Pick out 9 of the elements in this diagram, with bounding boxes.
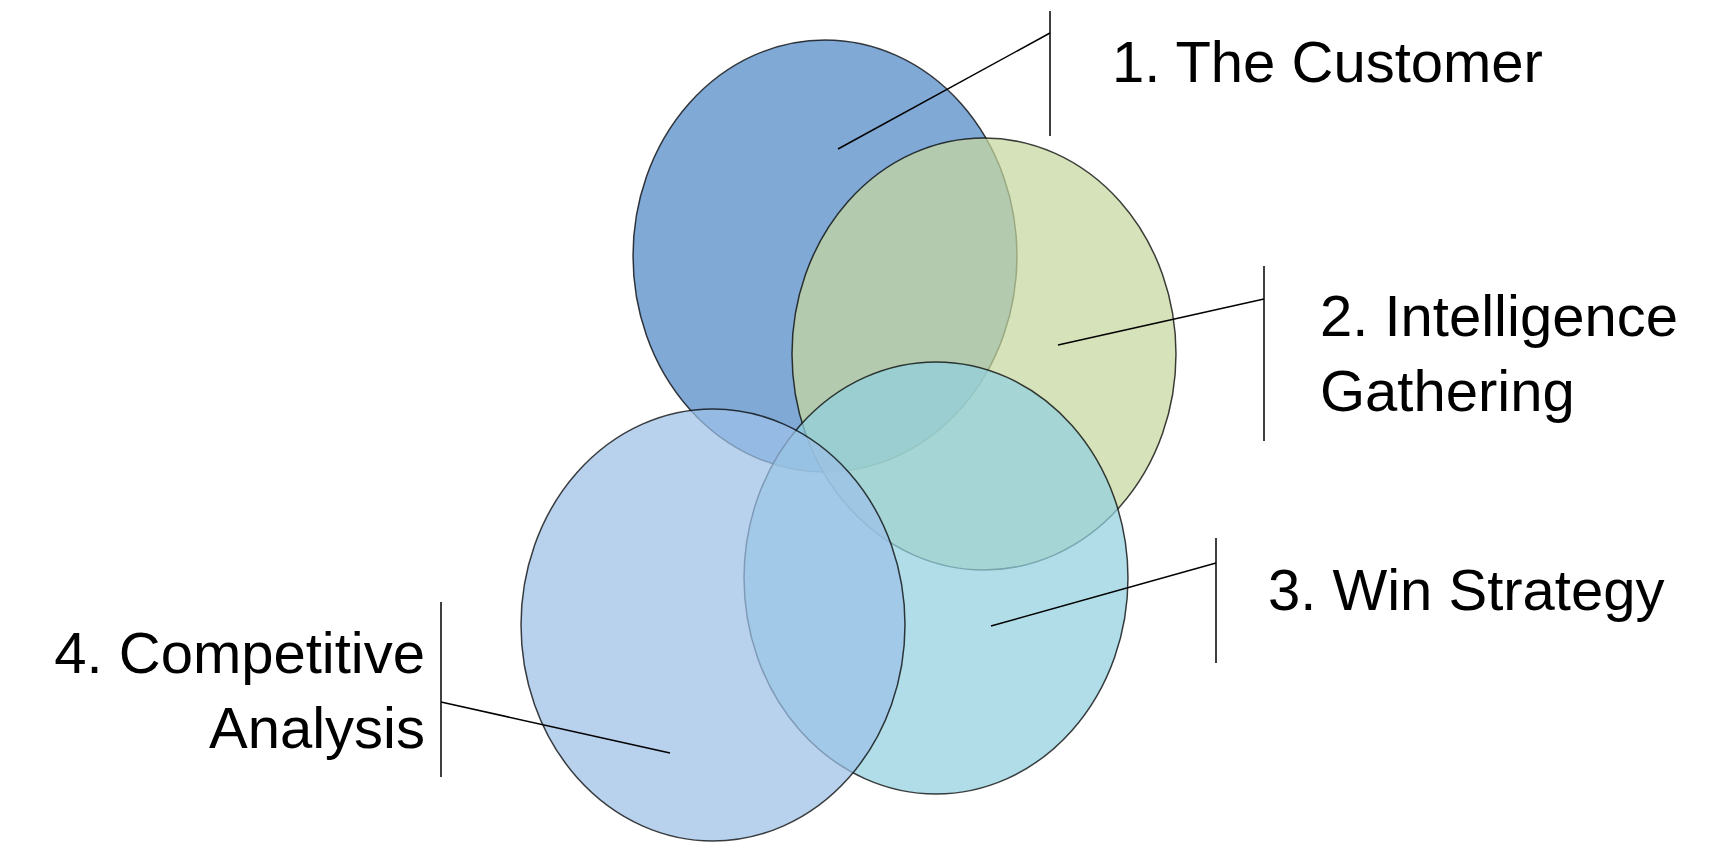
leader-line — [1057, 298, 1265, 346]
leader-line — [990, 562, 1217, 627]
leader-line — [440, 701, 671, 754]
label-text: 3. Win Strategy — [1268, 556, 1666, 624]
label-text: 2. Intelligence Gathering — [1320, 282, 1679, 426]
venn-ellipse — [520, 408, 906, 842]
label-text: 1. The Customer — [1112, 28, 1544, 96]
label-text: 4. Competitive Analysis — [53, 619, 425, 763]
leader-line — [837, 32, 1051, 150]
